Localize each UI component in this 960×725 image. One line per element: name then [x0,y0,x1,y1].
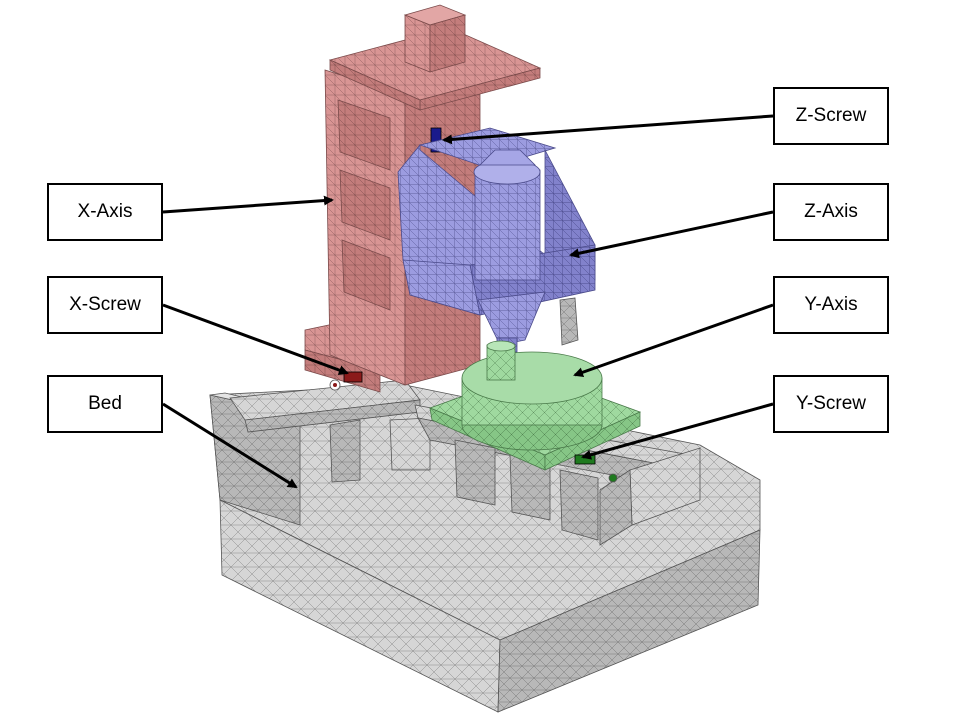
z-screw-arrow [442,114,774,145]
leader-arrows [162,114,774,489]
x-screw-label: X-Screw [47,276,163,334]
x-axis-label: X-Axis [47,183,163,241]
z-axis-label: Z-Axis [773,183,889,241]
y-screw-label: Y-Screw [773,375,889,433]
y-axis-label: Y-Axis [773,276,889,334]
y-screw-arrow [581,402,774,460]
z-screw-label: Z-Screw [773,87,889,145]
y-axis-table [428,340,642,471]
x-axis-arrow [162,195,334,214]
bed-arrow [162,402,298,489]
x-screw-arrow [162,303,349,375]
y-axis-arrow [573,303,774,378]
bed-label: Bed [47,375,163,433]
x-screw-part [329,371,363,391]
z-axis-arrow [569,210,774,259]
